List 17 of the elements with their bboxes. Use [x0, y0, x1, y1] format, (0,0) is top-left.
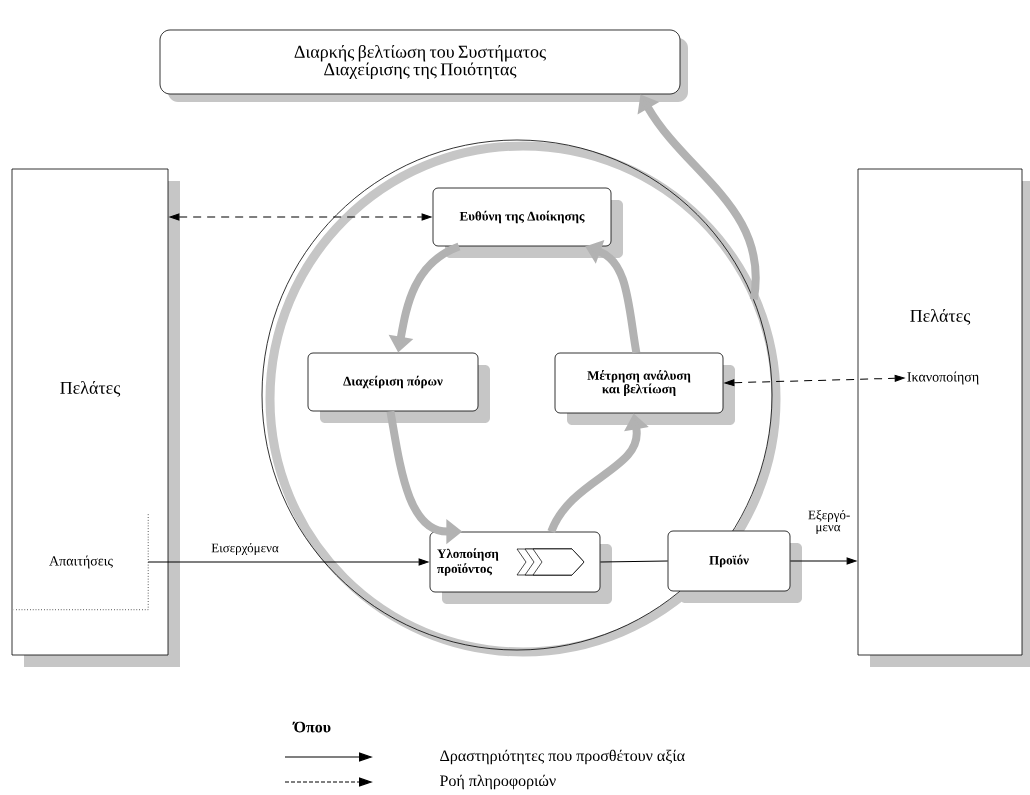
- edge-label: Εξεργό- μενα: [807, 509, 850, 535]
- dashed-arrow: [724, 374, 905, 387]
- legend-text: Ροή πληροφοριών: [440, 774, 556, 790]
- arrow: [789, 557, 857, 565]
- process-box: Διαχείριση πόρων: [307, 352, 490, 423]
- legend-heading: Όπου: [292, 721, 331, 733]
- dashed-arrow: [169, 213, 432, 221]
- process-box: Ευθύνη της Διοίκησης: [432, 187, 623, 258]
- requirements-area: Απαιτήσεις: [13, 513, 149, 611]
- node-label: Ικανοποίηση: [907, 371, 979, 385]
- product-box: Προϊόν: [667, 530, 802, 603]
- title-box: Διαρκής βελτίωση του Συστήματος Διαχείρισης της Ποιότητας: [159, 29, 688, 102]
- arrow: [147, 558, 429, 566]
- edge-label: Εισερχόμενα: [210, 542, 280, 556]
- legend-text: Δραστηριότητες που προσθέτουν αξία: [440, 749, 685, 765]
- process-box: Μέτρηση ανάλυση και βελτίωση: [554, 352, 735, 425]
- connector-line: [599, 560, 669, 563]
